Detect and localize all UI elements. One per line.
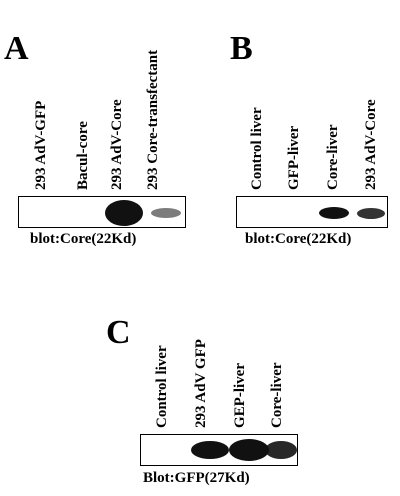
panel-c-band-lane-2 [191, 441, 229, 459]
panel-c-band-lane-3 [229, 439, 269, 461]
panel-c-letter: C [106, 314, 131, 351]
panel-b-lane-2-label: GFP-liver [286, 125, 302, 190]
panel-a-blot [18, 196, 186, 228]
panel-a-letter: A [4, 30, 29, 67]
panel-b-lane-1-label: Control liver [249, 107, 265, 190]
panel-b-lane-3-label: Core-liver [325, 124, 341, 190]
panel-b-caption: blot:Core(22Kd) [245, 231, 352, 247]
panel-a-lane-3-label: 293 AdV-Core [109, 99, 125, 190]
panel-b-letter: B [230, 30, 253, 67]
panel-a-caption: blot:Core(22Kd) [30, 231, 137, 247]
panel-c-lane-4-label: Core-liver [269, 362, 285, 428]
panel-b-band-lane-3 [319, 207, 349, 219]
panel-b-blot [236, 196, 388, 228]
panel-c-lane-3-label: GEP-liver [232, 363, 248, 428]
panel-a-band-lane-3 [105, 200, 143, 226]
panel-a-lane-1-label: 293 AdV-GFP [33, 100, 49, 190]
panel-a-lane-2-label: Bacul-core [75, 121, 91, 190]
panel-a-band-lane-4 [151, 208, 181, 218]
panel-c-caption: Blot:GFP(27Kd) [143, 470, 250, 486]
panel-a-lane-4-label: 293 Core-transfectant [145, 49, 161, 190]
panel-b-lane-4-label: 293 AdV-Core [363, 99, 379, 190]
panel-c-blot [140, 434, 298, 466]
panel-c-band-lane-4 [265, 441, 297, 459]
panel-c-lane-1-label: Control liver [154, 345, 170, 428]
panel-b-band-lane-4 [357, 208, 385, 219]
panel-c-lane-2-label: 293 AdV GFP [193, 339, 209, 428]
